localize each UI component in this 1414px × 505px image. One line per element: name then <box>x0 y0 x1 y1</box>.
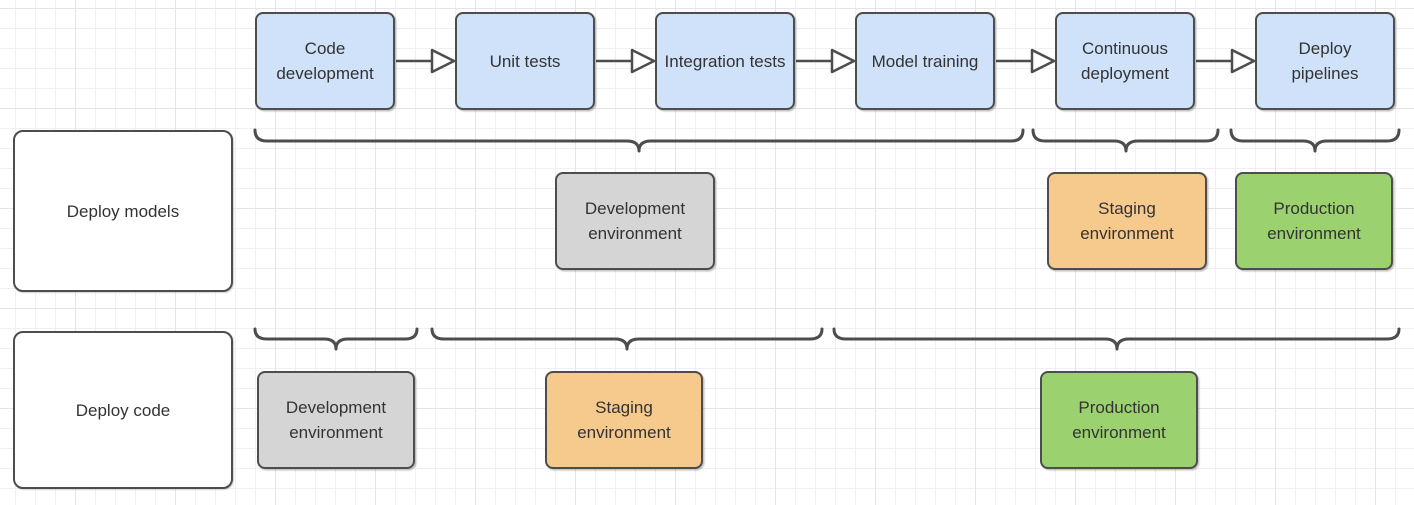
row-label-deploy-models: Deploy models <box>13 130 233 292</box>
curly-braces <box>253 128 1401 351</box>
step-continuous-deployment: Continuous deployment <box>1055 12 1195 110</box>
env-label: Production environment <box>1072 398 1166 442</box>
brace-models-production <box>1229 128 1401 153</box>
step-label: Continuous deployment <box>1081 39 1169 83</box>
row-label-text: Deploy models <box>66 201 180 221</box>
env-code-production: Production environment <box>1040 371 1198 469</box>
env-code-development: Development environment <box>257 371 415 469</box>
step-deploy-pipelines: Deploy pipelines <box>1255 12 1395 110</box>
arrow-right-icon <box>396 48 456 74</box>
step-label: Model training <box>871 51 979 71</box>
step-label: Deploy pipelines <box>1291 39 1359 83</box>
brace-code-production <box>832 327 1401 351</box>
step-integration-tests: Integration tests <box>655 12 795 110</box>
step-label: Unit tests <box>489 51 561 71</box>
env-models-development: Development environment <box>555 172 715 270</box>
arrow-right-icon <box>796 48 856 74</box>
arrow-right-icon <box>1196 48 1256 74</box>
row-label-text: Deploy code <box>75 400 171 420</box>
env-label: Staging environment <box>1080 199 1174 243</box>
brace-code-development <box>253 327 419 351</box>
brace-models-staging <box>1031 128 1220 153</box>
env-label: Development environment <box>584 199 686 243</box>
env-models-staging: Staging environment <box>1047 172 1207 270</box>
env-label: Production environment <box>1267 199 1361 243</box>
env-label: Staging environment <box>577 398 671 442</box>
step-label: Code development <box>276 39 374 83</box>
arrow-right-icon <box>596 48 656 74</box>
arrow-right-icon <box>996 48 1056 74</box>
row-label-deploy-code: Deploy code <box>13 331 233 489</box>
step-unit-tests: Unit tests <box>455 12 595 110</box>
step-model-training: Model training <box>855 12 995 110</box>
env-models-production: Production environment <box>1235 172 1393 270</box>
step-code-development: Code development <box>255 12 395 110</box>
brace-models-development <box>253 128 1025 153</box>
step-label: Integration tests <box>664 51 786 71</box>
env-code-staging: Staging environment <box>545 371 703 469</box>
brace-code-staging <box>430 327 824 351</box>
env-label: Development environment <box>285 398 387 442</box>
